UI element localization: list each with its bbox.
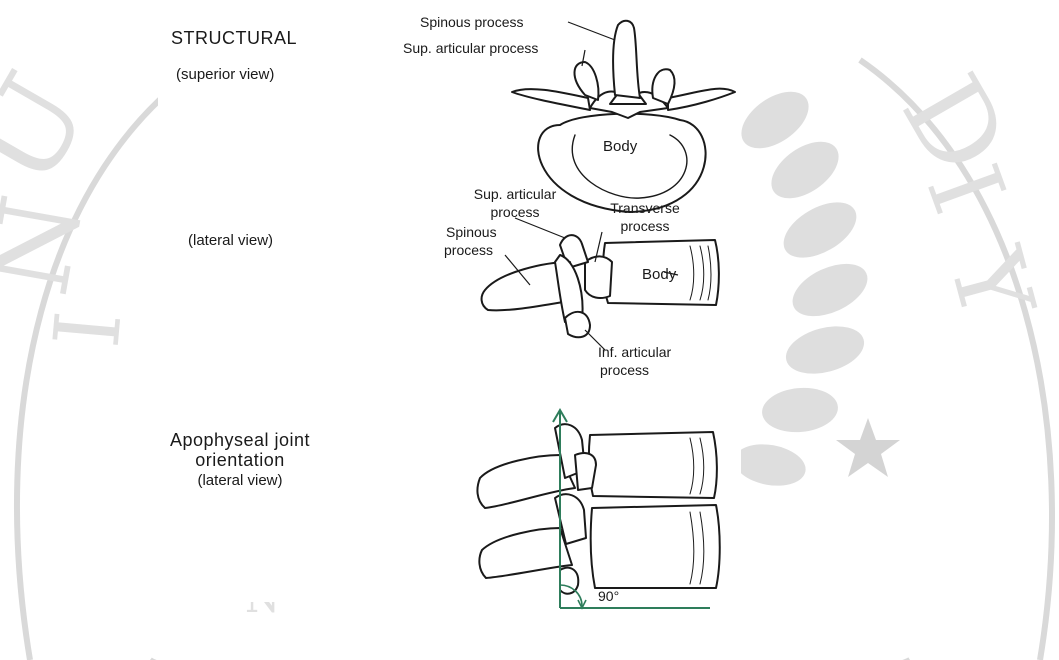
structural-heading: STRUCTURAL xyxy=(171,30,297,47)
superior-transverse-left xyxy=(512,89,590,110)
stacked-vertebrae xyxy=(477,424,719,593)
label-sup-articular-lateral-2: process xyxy=(455,204,575,221)
apophyseal-caption-line2: orientation xyxy=(160,452,320,469)
superior-transverse-right xyxy=(668,89,735,110)
lateral-view-caption: (lateral view) xyxy=(188,232,273,249)
label-transverse-1: Transverse xyxy=(595,200,695,217)
sup-articular-left xyxy=(574,62,598,100)
apophyseal-caption-line3: (lateral view) xyxy=(160,472,320,489)
sup-articular-right xyxy=(652,69,674,104)
label-body-lateral: Body xyxy=(642,266,676,283)
lower-vertebral-body xyxy=(591,505,720,588)
upper-vertebral-body xyxy=(589,432,717,498)
label-body-superior: Body xyxy=(603,138,637,155)
label-inf-articular-2: process xyxy=(600,362,649,379)
label-angle-90: 90° xyxy=(598,588,619,605)
superior-view-caption: (superior view) xyxy=(176,66,274,83)
label-sup-articular-superior: Sup. articular process xyxy=(403,40,538,57)
superior-view-vertebra xyxy=(512,21,735,212)
label-spinous-lateral-2: process xyxy=(444,242,493,259)
superior-spinous-process xyxy=(613,21,640,98)
lateral-inf-articular xyxy=(565,312,590,337)
lateral-view-vertebra xyxy=(482,235,719,337)
label-inf-articular-1: Inf. articular xyxy=(598,344,671,361)
apophyseal-caption-line1: Apophyseal joint xyxy=(160,432,320,449)
label-spinous-process-superior: Spinous process xyxy=(420,14,524,31)
label-spinous-lateral-1: Spinous xyxy=(446,224,497,241)
label-sup-articular-lateral-1: Sup. articular xyxy=(455,186,575,203)
label-transverse-2: process xyxy=(595,218,695,235)
